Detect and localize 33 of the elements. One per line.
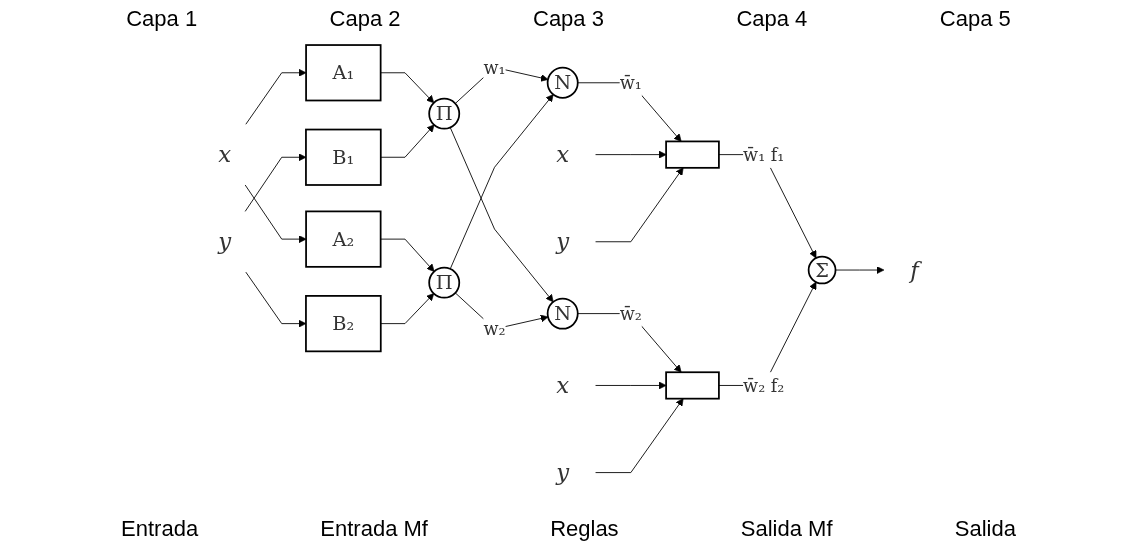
layer-caption: Reglas (550, 516, 619, 542)
layer-caption: Salida Mf (740, 516, 833, 542)
layer-heading: Capa 3 (533, 6, 604, 32)
layer-heading: Capa 1 (126, 6, 198, 32)
node-circle: N (546, 66, 579, 99)
node-circle: Π (428, 97, 461, 130)
node-text: y (556, 458, 570, 486)
node-text: y (218, 228, 232, 255)
layer-caption: Entrada (121, 516, 199, 542)
node-box: A₂ (305, 210, 382, 268)
node-text: x (556, 371, 570, 399)
layer-heading: Capa 4 (736, 6, 808, 32)
node-box: B₁ (305, 128, 382, 186)
edge-label: w₁ (483, 56, 506, 78)
node-box: A₁ (305, 44, 382, 102)
layer-caption: Entrada Mf (320, 516, 428, 542)
edge-label: w̄₂ (619, 303, 642, 325)
node-box (665, 140, 720, 169)
node-box (665, 371, 720, 400)
node-circle: Π (428, 266, 461, 299)
node-text: y (556, 228, 570, 255)
node-box: B₂ (305, 295, 382, 353)
layer-heading: Capa 5 (939, 6, 1011, 32)
node-circle: Σ (807, 255, 837, 285)
edge-label: w̄₁ (619, 72, 642, 94)
edge-label: w̄₂ f₂ (743, 374, 785, 397)
layer-heading: Capa 2 (329, 6, 401, 32)
node-text: x (556, 140, 570, 168)
node-text: x (218, 140, 232, 168)
layer-caption: Salida (954, 516, 1016, 542)
node-circle: N (546, 297, 579, 330)
edge-label: w₂ (483, 318, 506, 340)
edge-label: w̄₁ f₁ (743, 144, 785, 166)
